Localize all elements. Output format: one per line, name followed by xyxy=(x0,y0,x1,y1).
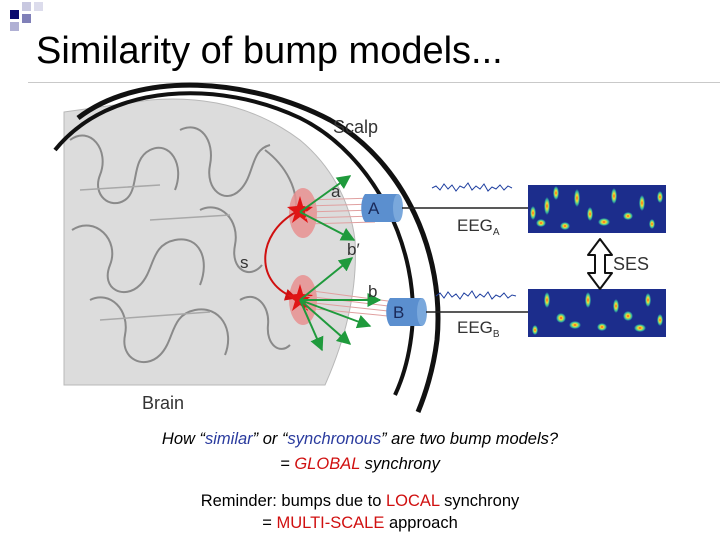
eeg-a-label: EEGA xyxy=(457,216,500,238)
source-s-label: s xyxy=(240,253,249,272)
caption-multiscale: = MULTI-SCALE approach xyxy=(262,514,458,532)
electrode-a xyxy=(361,194,403,222)
connection-s xyxy=(264,211,298,301)
scalp-label: Scalp xyxy=(333,117,378,137)
electrode-a-label: A xyxy=(368,199,380,218)
scalp-outer-arc xyxy=(76,82,441,413)
word-local: LOCAL xyxy=(385,492,440,510)
bumps-a xyxy=(530,186,663,230)
word-similar: similar xyxy=(205,430,253,448)
eeg-trace-a xyxy=(431,182,513,192)
bumps-b xyxy=(532,292,663,335)
word-synchronous: synchronous xyxy=(287,430,382,448)
word-global: GLOBAL xyxy=(294,455,361,473)
brain-label: Brain xyxy=(142,393,184,413)
star-a xyxy=(287,196,313,223)
green-arrows xyxy=(299,175,382,352)
caption-global: = GLOBAL synchrony xyxy=(280,455,440,473)
electrode-b xyxy=(386,298,427,326)
source-b-label: b xyxy=(368,282,377,301)
electrode-b-label: B xyxy=(393,303,404,322)
eeg-b-label: EEGB xyxy=(457,318,500,340)
ses-label: SES xyxy=(613,254,649,274)
source-b-prime-label: b′ xyxy=(347,240,360,259)
corner-square-3 xyxy=(22,14,31,23)
corner-square-1 xyxy=(10,10,19,19)
brain-eeg-diagram: Scalp Brain a b′ b s A B EEGA EEGB SES xyxy=(53,82,666,413)
corner-square-5 xyxy=(10,22,19,31)
scalp-inner-arc xyxy=(53,91,415,396)
word-multi-scale: MULTI-SCALE xyxy=(276,514,385,532)
page-title: Similarity of bump models... xyxy=(36,30,503,72)
corner-square-2 xyxy=(22,2,31,11)
caption-question: How “similar” or “synchronous” are two b… xyxy=(161,430,559,448)
ses-double-arrow xyxy=(587,238,613,290)
source-a-label: a xyxy=(331,182,341,201)
brain-section xyxy=(63,98,356,386)
caption-reminder: Reminder: bumps due to LOCAL synchrony xyxy=(200,492,520,510)
corner-square-4 xyxy=(34,2,43,11)
eeg-trace-b xyxy=(435,290,517,300)
title-divider xyxy=(28,82,720,83)
star-b xyxy=(287,284,313,311)
